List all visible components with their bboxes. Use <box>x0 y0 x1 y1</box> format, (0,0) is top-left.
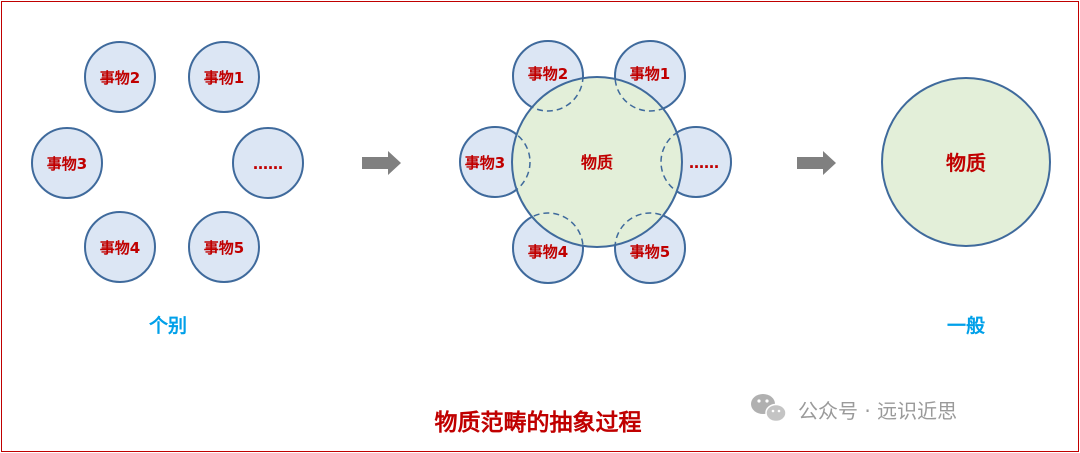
thing-circle: 事物2 <box>84 41 156 113</box>
thing-label: 事物5 <box>630 243 670 261</box>
thing-circle: 事物5 <box>188 211 260 283</box>
matter-circle <box>511 76 683 248</box>
arrow-right-icon <box>362 151 401 175</box>
watermark-text: 公众号 · 远识近思 <box>798 399 957 423</box>
thing-label: 事物1 <box>204 69 244 87</box>
thing-circle: 事物4 <box>84 211 156 283</box>
thing-label: 事物3 <box>47 155 87 173</box>
hidden-outlines <box>459 40 732 284</box>
matter-label: 物质 <box>581 153 613 172</box>
thing-label: 事物5 <box>204 239 244 257</box>
thing-circle: 事物3 <box>459 126 531 198</box>
thing-label: …… <box>689 154 719 172</box>
matter-circle-general <box>881 77 1051 247</box>
thing-label: 事物2 <box>528 65 568 83</box>
thing-label: 事物4 <box>100 239 140 257</box>
thing-label: 事物1 <box>630 65 670 83</box>
arrow-right-icon <box>797 151 836 175</box>
thing-label: 事物4 <box>528 243 568 261</box>
thing-label: 事物3 <box>465 154 505 172</box>
watermark: 公众号 · 远识近思 <box>751 394 957 423</box>
wechat-icon <box>751 394 787 423</box>
thing-circle: 事物1 <box>188 41 260 113</box>
thing-circle: …… <box>232 127 304 199</box>
thing-label: …… <box>253 155 283 173</box>
stage-general: 物质 一般 <box>881 77 1051 337</box>
diagram-title: 物质范畴的抽象过程 <box>435 409 642 436</box>
thing-label: 事物2 <box>100 69 140 87</box>
caption-individual: 个别 <box>148 315 187 337</box>
thing-circle: 事物3 <box>31 127 103 199</box>
stage-abstraction: 事物2 事物1 事物3 …… 事物4 事物5 <box>459 40 732 284</box>
stage-individual: 事物2 事物1 事物3 …… 事物4 事物5 个别 <box>31 41 304 337</box>
caption-general: 一般 <box>947 314 985 337</box>
matter-general-label: 物质 <box>946 151 986 175</box>
